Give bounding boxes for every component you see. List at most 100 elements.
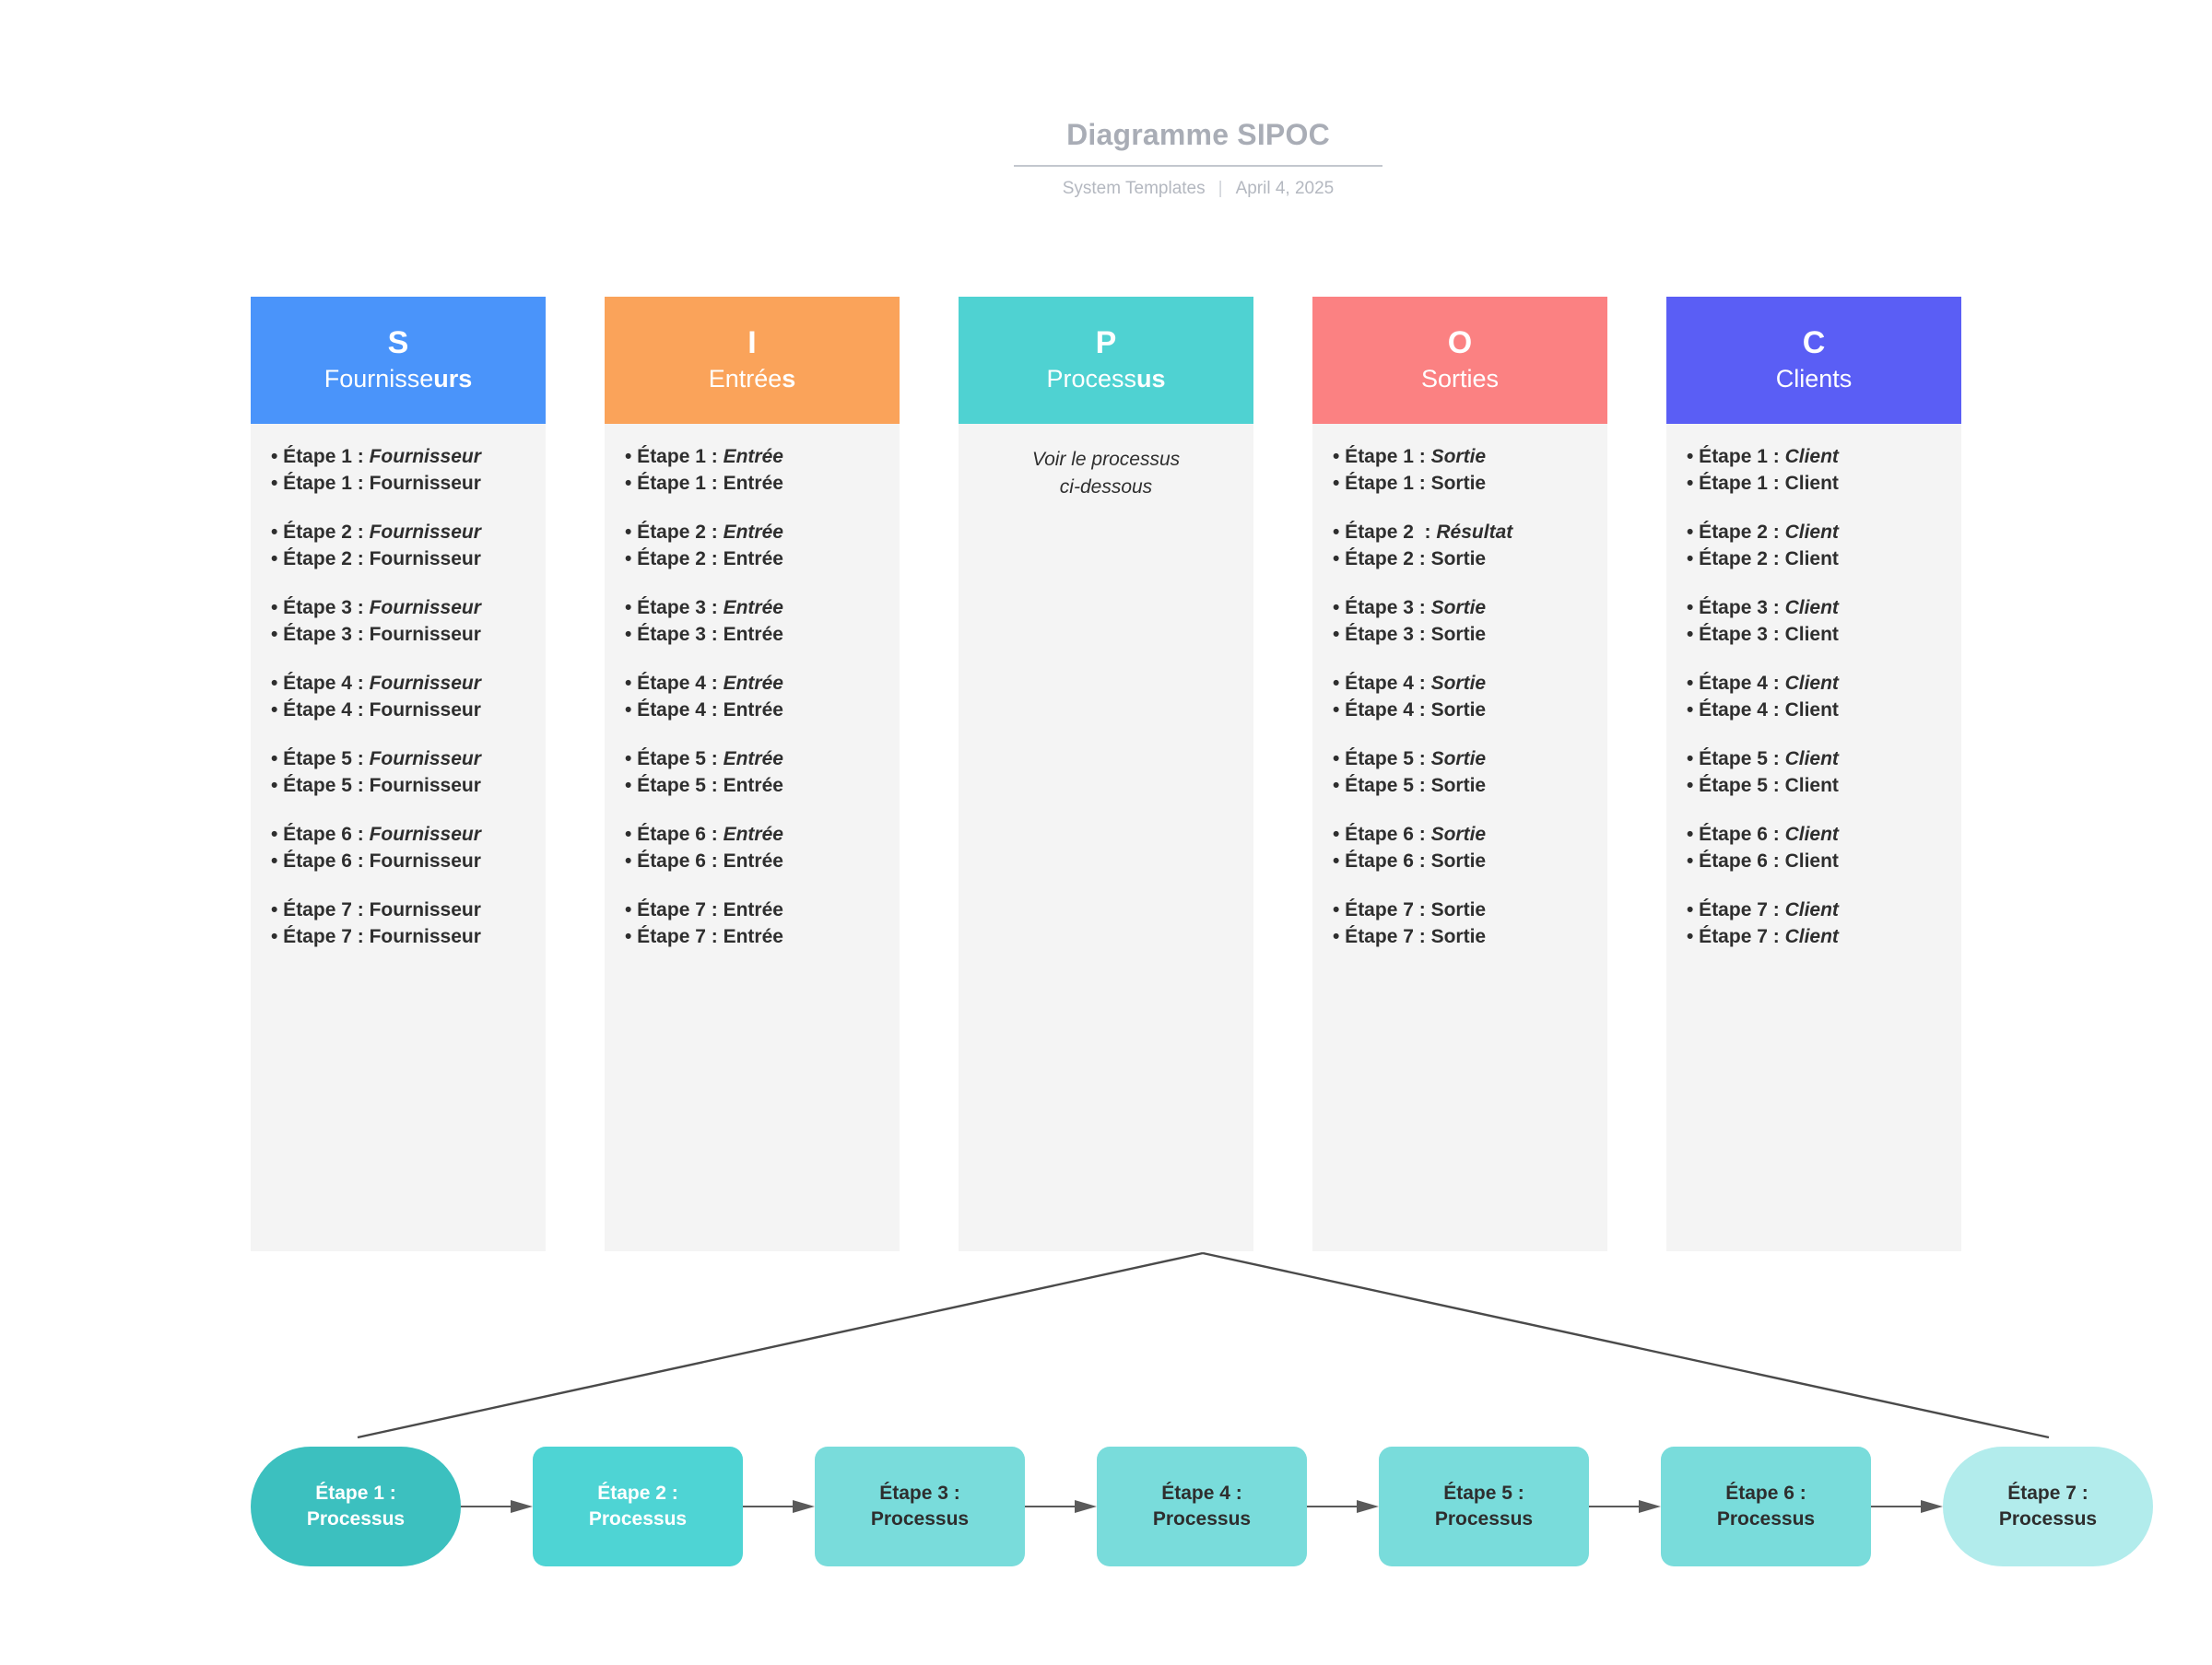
flow-node-label: Étape 1 : — [315, 1483, 396, 1505]
flow-node-step-6[interactable]: Étape 6 : Processus — [1661, 1447, 1871, 1566]
bullet-value: Sortie — [1430, 898, 1487, 920]
column-body-inputs: • Étape 1 : Entrée• Étape 1 : Entrée• Ét… — [605, 424, 900, 1251]
bullet-label: • Étape 6 : — [1333, 850, 1431, 872]
bullet-label: • Étape 7 : — [1687, 898, 1785, 920]
bullet-value: Client — [1784, 823, 1839, 845]
flow-node-step-1[interactable]: Étape 1 :Processus — [251, 1447, 461, 1566]
bullet-label: • Étape 1 : — [271, 446, 370, 467]
column-body-outputs: • Étape 1 : Sortie• Étape 1 : Sortie• Ét… — [1312, 424, 1607, 1251]
column-letter-process: P — [1095, 324, 1117, 360]
bullet-label: • Étape 1 : — [625, 472, 724, 494]
bullet-label: • Étape 3 : — [271, 623, 370, 645]
bullet-label: • Étape 7 : — [1687, 925, 1785, 947]
bullet-line: • Étape 2 : Résultat — [1333, 520, 1587, 546]
flow-node-step-7[interactable]: Étape 7 :Processus — [1943, 1447, 2153, 1566]
bullet-line: • Étape 7 : Entrée — [625, 924, 879, 951]
bullet-label: • Étape 1 : — [625, 446, 724, 467]
bullet-line: • Étape 7 : Client — [1687, 924, 1941, 951]
bullet-group: • Étape 4 : Sortie• Étape 4 : Sortie — [1333, 671, 1587, 724]
bullet-value: Entrée — [723, 774, 783, 796]
column-header-suppliers: S Fournisseurs — [251, 297, 546, 424]
bullet-value: Entrée — [723, 823, 783, 845]
bullet-label: • Étape 2 : — [1687, 547, 1785, 569]
bullet-line: • Étape 3 : Client — [1687, 622, 1941, 649]
flow-node-value: Processus — [1716, 1508, 1816, 1530]
bullet-group: • Étape 7 : Fournisseur• Étape 7 : Fourn… — [271, 897, 525, 951]
flow-arrow-4 — [1307, 1500, 1379, 1513]
bullet-line: • Étape 4 : Client — [1687, 671, 1941, 698]
flow-node-label: Étape 6 : — [1725, 1483, 1806, 1505]
bullet-label: • Étape 6 : — [271, 823, 370, 845]
bullet-group: • Étape 7 : Entrée• Étape 7 : Entrée — [625, 897, 879, 951]
flow-arrow-5 — [1589, 1500, 1661, 1513]
bullet-line: • Étape 4 : Sortie — [1333, 671, 1587, 698]
flow-arrow-2 — [743, 1500, 815, 1513]
flow-node-step-2[interactable]: Étape 2 :Processus — [533, 1447, 743, 1566]
bullet-label: • Étape 5 : — [271, 747, 370, 769]
bullet-line: • Étape 6 : Client — [1687, 849, 1941, 875]
bullet-label: • Étape 6 : — [1687, 850, 1785, 872]
document-meta: System Templates | April 4, 2025 — [1014, 179, 1382, 199]
bullet-value: Client — [1784, 850, 1839, 872]
bullet-label: • Étape 3 : — [1687, 596, 1785, 618]
bullet-value: Entrée — [723, 623, 783, 645]
bullet-value: Sortie — [1430, 472, 1487, 494]
bullet-line: • Étape 2 : Client — [1687, 546, 1941, 573]
bullet-value: Entrée — [723, 547, 783, 569]
connector-right-line — [1202, 1251, 2050, 1439]
bullet-label: • Étape 7 : — [271, 925, 370, 947]
bullet-line: • Étape 3 : Sortie — [1333, 595, 1587, 622]
bullet-value: Fournisseur — [369, 698, 481, 721]
bullet-group: • Étape 4 : Fournisseur• Étape 4 : Fourn… — [271, 671, 525, 724]
bullet-value: Client — [1784, 446, 1839, 467]
bullet-line: • Étape 6 : Entrée — [625, 822, 879, 849]
bullet-line: • Étape 4 : Fournisseur — [271, 671, 525, 698]
bullet-label: • Étape 6 : — [1333, 823, 1431, 845]
bullet-value: Fournisseur — [369, 747, 481, 769]
flow-node-step-3[interactable]: Étape 3 :Processus — [815, 1447, 1025, 1566]
bullet-value: Sortie — [1430, 823, 1487, 845]
bullet-label: • Étape 6 : — [271, 850, 370, 872]
bullet-group: • Étape 2 : Fournisseur• Étape 2 : Fourn… — [271, 520, 525, 573]
bullet-label: • Étape 5 : — [271, 774, 370, 796]
bullet-value: Client — [1784, 547, 1839, 569]
bullet-line: • Étape 5 : Fournisseur — [271, 746, 525, 773]
bullet-value: Fournisseur — [369, 823, 481, 845]
bullet-line: • Étape 2 : Sortie — [1333, 546, 1587, 573]
bullet-group: • Étape 2 : Client• Étape 2 : Client — [1687, 520, 1941, 573]
bullet-value: Entrée — [723, 925, 783, 947]
bullet-group: • Étape 2 : Résultat• Étape 2 : Sortie — [1333, 520, 1587, 573]
flow-node-label: Étape 2 : — [597, 1483, 678, 1505]
bullet-line: • Étape 2 : Client — [1687, 520, 1941, 546]
column-word-customers: Clients — [1775, 365, 1853, 393]
bullet-label: • Étape 3 : — [1333, 623, 1431, 645]
flow-node-step-5[interactable]: Étape 5 :Processus — [1379, 1447, 1589, 1566]
page-title: Diagramme SIPOC — [1014, 118, 1382, 167]
bullet-label: • Étape 5 : — [625, 774, 724, 796]
bullet-line: • Étape 6 : Fournisseur — [271, 849, 525, 875]
bullet-group: • Étape 7 : Sortie• Étape 7 : Sortie — [1333, 897, 1587, 951]
bullet-value: Entrée — [723, 698, 783, 721]
bullet-value: Fournisseur — [369, 623, 481, 645]
bullet-group: • Étape 1 : Client• Étape 1 : Client — [1687, 444, 1941, 498]
flow-node-step-4[interactable]: Étape 4 :Processus — [1097, 1447, 1307, 1566]
bullet-value: Client — [1784, 747, 1839, 769]
bullet-group: • Étape 3 : Fournisseur• Étape 3 : Fourn… — [271, 595, 525, 649]
column-word-suppliers: Fournisseurs — [324, 365, 473, 393]
bullet-label: • Étape 4 : — [1333, 698, 1431, 721]
bullet-value: Entrée — [723, 898, 783, 920]
bullet-line: • Étape 3 : Entrée — [625, 622, 879, 649]
bullet-group: • Étape 1 : Entrée• Étape 1 : Entrée — [625, 444, 879, 498]
bullet-label: • Étape 6 : — [1687, 823, 1785, 845]
bullet-label: • Étape 7 : — [1333, 898, 1431, 920]
bullet-group: • Étape 5 : Sortie• Étape 5 : Sortie — [1333, 746, 1587, 800]
column-letter-suppliers: S — [387, 324, 409, 360]
bullet-line: • Étape 4 : Entrée — [625, 698, 879, 724]
bullet-group: • Étape 4 : Client• Étape 4 : Client — [1687, 671, 1941, 724]
document-date: April 4, 2025 — [1235, 179, 1335, 198]
bullet-line: • Étape 6 : Sortie — [1333, 849, 1587, 875]
